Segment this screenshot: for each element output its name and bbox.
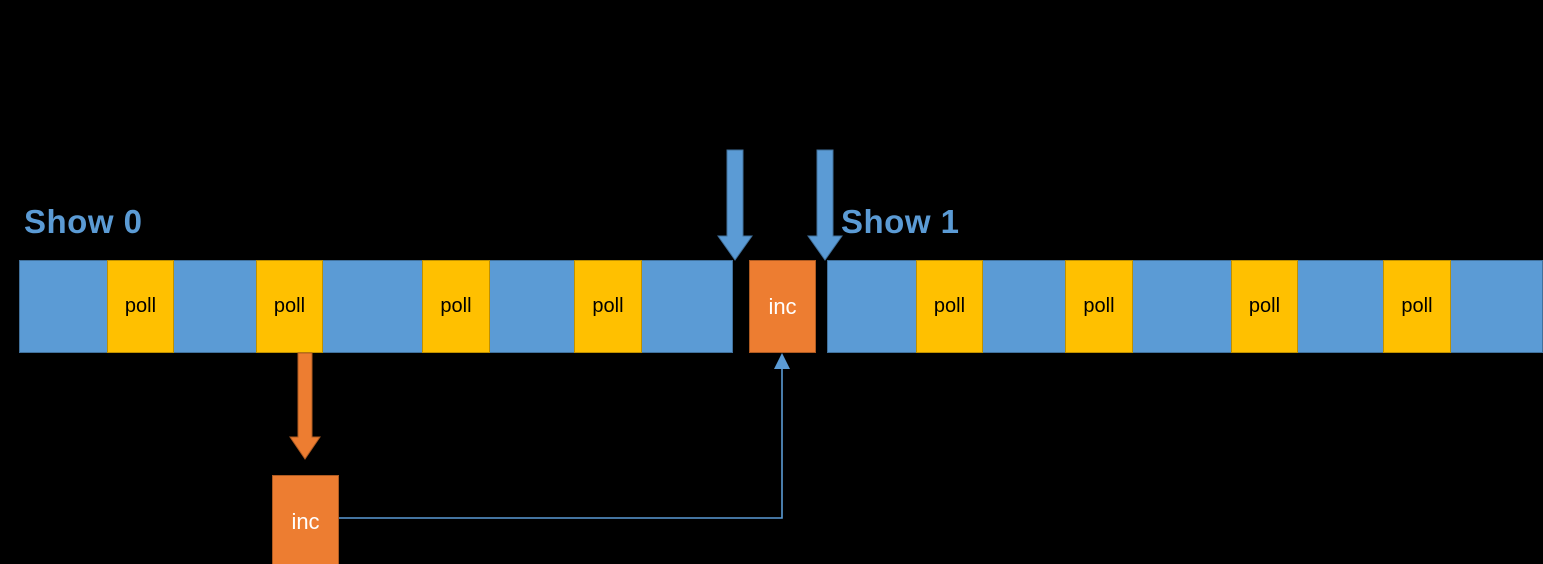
poll-cell[interactable]: poll [1065, 260, 1133, 353]
poll-cell[interactable]: poll [574, 260, 642, 353]
poll-cell[interactable]: poll [422, 260, 490, 353]
show-0-label: Show 0 [24, 203, 143, 240]
poll-cell[interactable]: poll [1231, 260, 1298, 353]
poll-cell[interactable]: poll [107, 260, 174, 353]
inc-block-inline[interactable]: inc [749, 260, 816, 353]
deferred-inc-connector [339, 353, 790, 519]
vsync-arrow-2 [807, 149, 843, 261]
poll-cell[interactable]: poll [256, 260, 323, 353]
show-1-label: Show 1 [841, 203, 960, 240]
inc-block-deferred[interactable]: inc [272, 475, 339, 564]
poll-cell[interactable]: poll [916, 260, 983, 353]
vsync-arrow-1 [717, 149, 753, 261]
defer-arrow [289, 352, 321, 460]
poll-cell[interactable]: poll [1383, 260, 1451, 353]
